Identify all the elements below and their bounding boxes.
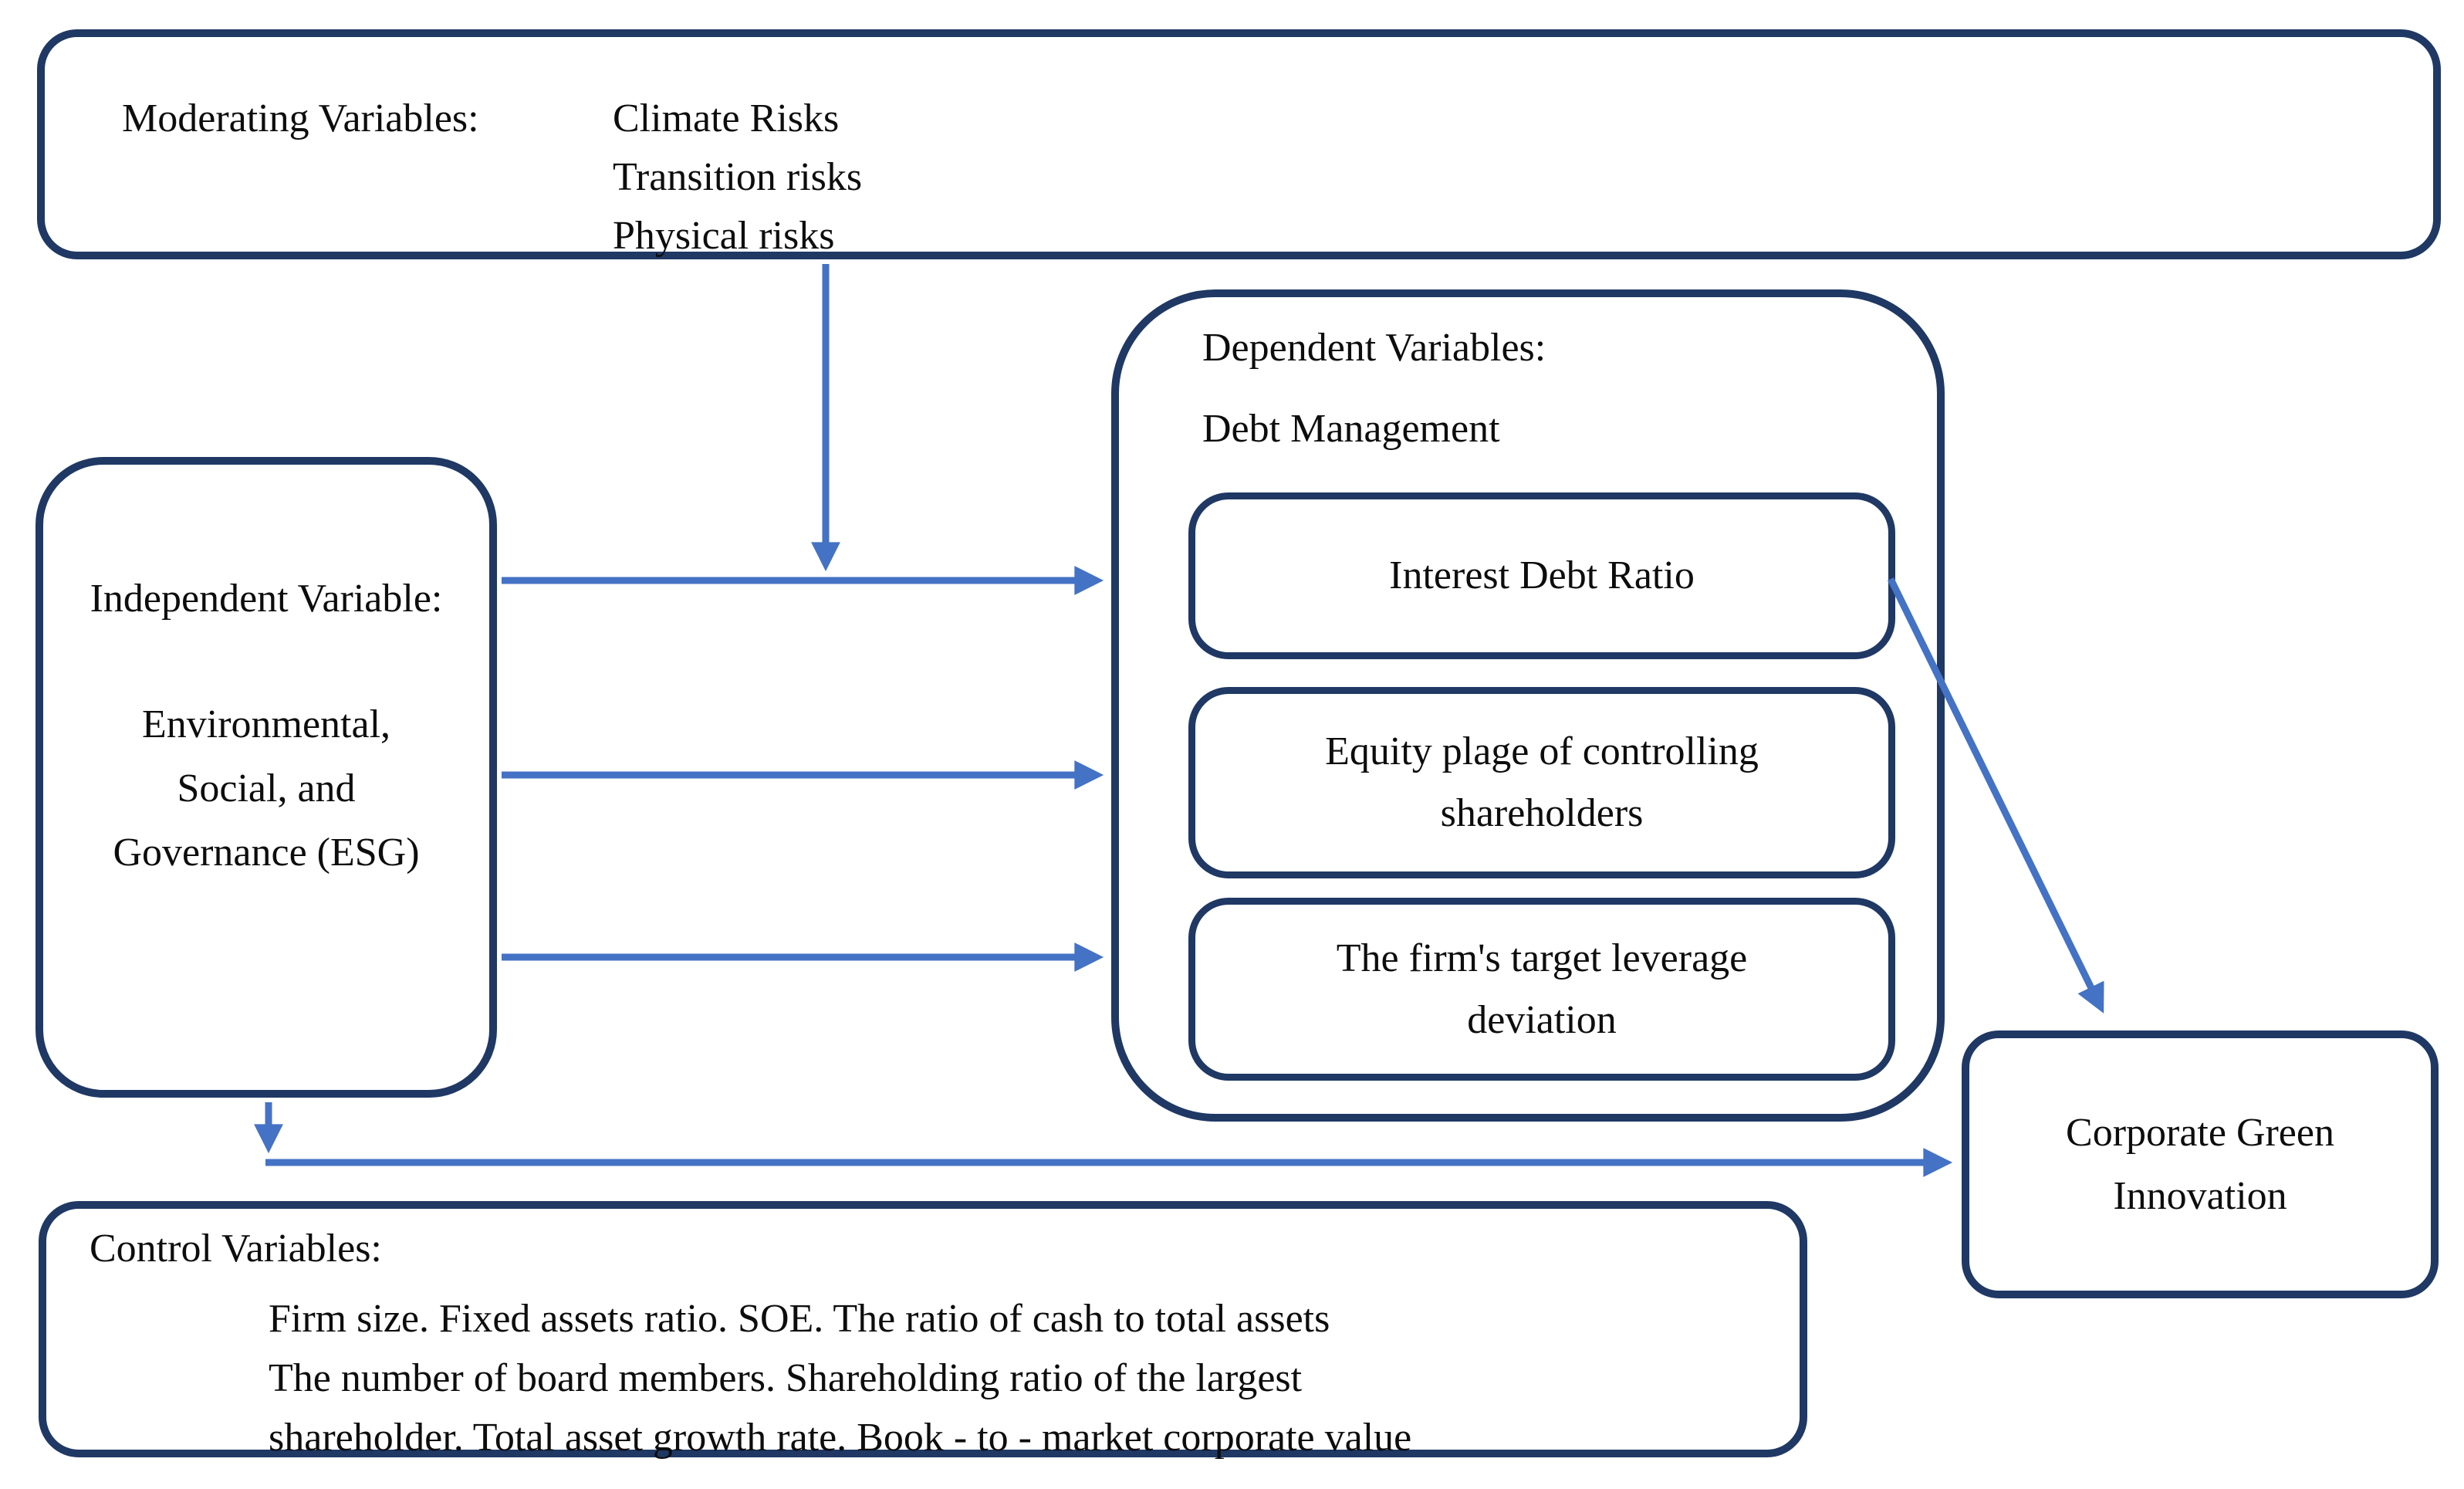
equity-pledge-line-2: shareholders: [1440, 791, 1644, 835]
control-variables-title: Control Variables:: [90, 1227, 382, 1271]
corporate-green-line-1: Corporate Green: [2066, 1110, 2334, 1155]
esg-line-environmental: Environmental,: [141, 702, 391, 746]
moderating-item-climate-risks: Climate Risks: [613, 96, 840, 140]
moderating-variables-title: Moderating Variables:: [122, 96, 479, 140]
esg-line-governance: Governance (ESG): [113, 831, 420, 875]
control-line-1: Firm size. Fixed assets ratio. SOE. The …: [269, 1297, 1330, 1341]
target-leverage-line-1: The firm's target leverage: [1336, 936, 1748, 980]
debt-management-subtitle: Debt Management: [1202, 407, 1500, 451]
moderating-item-transition-risks: Transition risks: [613, 155, 863, 199]
control-line-2: The number of board members. Shareholdin…: [269, 1356, 1303, 1400]
moderating-variables-box: Moderating Variables: Climate Risks Tran…: [37, 29, 2441, 259]
independent-variable-box: Independent Variable: Environmental, Soc…: [35, 457, 497, 1098]
esg-line-social: Social, and: [177, 766, 356, 810]
interest-debt-ratio-box: Interest Debt Ratio: [1188, 492, 1895, 659]
target-leverage-line-2: deviation: [1467, 997, 1617, 1042]
dependent-variables-box: Dependent Variables: Debt Management Int…: [1111, 289, 1945, 1122]
equity-pledge-line-1: Equity plage of controlling: [1325, 729, 1759, 773]
corporate-green-innovation-box: Corporate Green Innovation: [1962, 1030, 2439, 1298]
control-variables-box: Control Variables: Firm size. Fixed asse…: [39, 1201, 1807, 1460]
moderating-variables-list: Climate Risks Transition risks Physical …: [613, 90, 862, 266]
interest-debt-ratio-label: Interest Debt Ratio: [1389, 553, 1695, 597]
esg-label: Environmental, Social, and Governance (E…: [43, 692, 489, 885]
dependent-variables-title: Dependent Variables:: [1202, 326, 1546, 370]
target-leverage-deviation-box: The firm's target leverage deviation: [1188, 898, 1895, 1081]
equity-pledge-box: Equity plage of controlling shareholders: [1188, 687, 1895, 878]
control-variables-list: Firm size. Fixed assets ratio. SOE. The …: [269, 1289, 1411, 1467]
control-line-3: shareholder. Total asset growth rate. Bo…: [269, 1416, 1412, 1460]
moderating-item-physical-risks: Physical risks: [613, 214, 835, 258]
independent-variable-title: Independent Variable:: [90, 577, 443, 621]
corporate-green-line-2: Innovation: [2113, 1173, 2287, 1218]
